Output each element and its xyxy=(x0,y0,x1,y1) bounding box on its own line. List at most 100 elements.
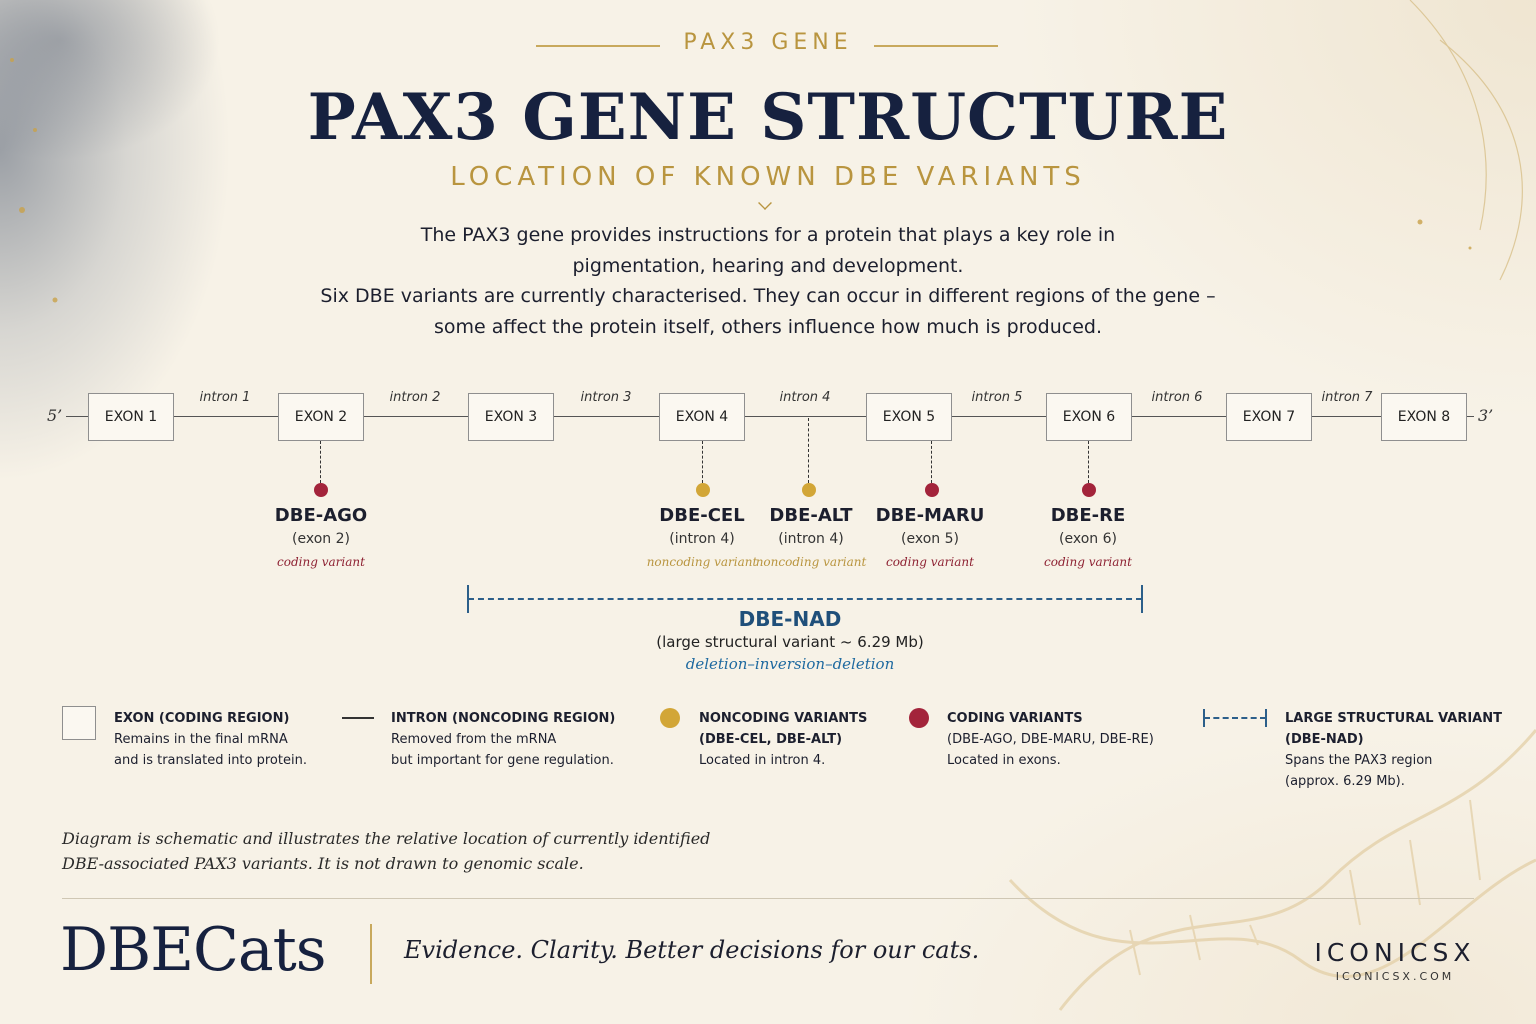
legend-intron-swatch xyxy=(342,717,374,719)
legend-line: and is translated into protein. xyxy=(114,753,307,768)
legend-heading: CODING VARIANTS xyxy=(947,711,1083,726)
intron-2-label: intron 2 xyxy=(389,390,441,405)
variant-location: (exon 6) xyxy=(1059,531,1117,547)
intron-1-label: intron 1 xyxy=(199,390,251,405)
intro-line: pigmentation, hearing and development. xyxy=(572,254,964,277)
legend-line: Remains in the final mRNA xyxy=(114,732,288,747)
five-prime-label: 5’ xyxy=(47,406,63,425)
exon-3: EXON 3 xyxy=(468,393,554,441)
structural-variant-type: deletion–inversion–deletion xyxy=(685,655,895,673)
legend-noncoding: NONCODING VARIANTS (DBE-CEL, DBE-ALT) Lo… xyxy=(699,708,867,771)
exon-8: EXON 8 xyxy=(1381,393,1467,441)
legend-structural-cap-right xyxy=(1265,709,1267,727)
legend-line: Located in exons. xyxy=(947,753,1061,768)
intron-7-label: intron 7 xyxy=(1321,390,1373,405)
variant-type: noncoding variant xyxy=(755,555,867,569)
noncoding-variant-marker xyxy=(802,483,816,497)
noncoding-variant-marker xyxy=(696,483,710,497)
exon-5: EXON 5 xyxy=(866,393,952,441)
structural-variant-span xyxy=(468,598,1142,600)
legend-coding-swatch xyxy=(909,708,929,728)
dna-helix-decoration xyxy=(1008,729,1536,1011)
legend-structural-swatch xyxy=(1204,717,1266,719)
exon-4: EXON 4 xyxy=(659,393,745,441)
legend-heading: EXON (CODING REGION) xyxy=(114,711,290,726)
iconicsx-logo: ICONICSX xyxy=(1314,938,1476,967)
brand-separator xyxy=(370,924,372,984)
kicker-rule-right xyxy=(874,45,998,47)
variant-name: DBE-MARU xyxy=(875,505,985,526)
variant-stem xyxy=(808,418,809,483)
variant-name: DBE-RE xyxy=(1050,505,1126,526)
variant-location: (exon 5) xyxy=(901,531,959,547)
coding-variant-marker xyxy=(314,483,328,497)
intro-line: The PAX3 gene provides instructions for … xyxy=(420,224,1116,246)
legend-intron: INTRON (NONCODING REGION) Removed from t… xyxy=(391,708,615,771)
intron-4-label: intron 4 xyxy=(779,390,831,405)
structural-variant-cap-left xyxy=(467,585,469,613)
exon-1: EXON 1 xyxy=(88,393,174,441)
three-prime-label: 3’ xyxy=(1478,406,1494,425)
legend-heading: LARGE STRUCTURAL VARIANT xyxy=(1285,711,1502,726)
legend-noncoding-swatch xyxy=(660,708,680,728)
structural-variant-cap-right xyxy=(1141,585,1143,613)
brand-tagline: Evidence. Clarity. Better decisions for … xyxy=(404,936,980,964)
schematic-note: Diagram is schematic and illustrates the… xyxy=(62,826,762,876)
legend-line: (approx. 6.29 Mb). xyxy=(1285,774,1405,789)
intro-line: Six DBE variants are currently character… xyxy=(320,285,1216,307)
exon-2: EXON 2 xyxy=(278,393,364,441)
variant-location: (intron 4) xyxy=(778,531,844,547)
intro-paragraph: The PAX3 gene provides instructions for … xyxy=(300,220,1236,342)
variant-type: noncoding variant xyxy=(646,555,758,569)
legend-line: Located in intron 4. xyxy=(699,753,826,768)
structural-variant-name: DBE-NAD xyxy=(738,607,842,631)
legend-line: (DBE-NAD) xyxy=(1285,732,1364,747)
variant-type: coding variant xyxy=(277,555,365,569)
variant-name: DBE-ALT xyxy=(769,505,853,526)
gene-strand xyxy=(66,416,1474,417)
page-title: PAX3 GENE STRUCTURE xyxy=(307,80,1229,155)
legend-line: but important for gene regulation. xyxy=(391,753,614,768)
legend-line: (DBE-CEL, DBE-ALT) xyxy=(699,732,843,747)
note-line: Diagram is schematic and illustrates the… xyxy=(62,829,711,848)
legend-line: (DBE-AGO, DBE-MARU, DBE-RE) xyxy=(947,732,1154,747)
legend-line: Spans the PAX3 region xyxy=(1285,753,1433,768)
legend-exon: EXON (CODING REGION) Remains in the fina… xyxy=(114,708,307,771)
variant-stem xyxy=(320,441,321,483)
exon-7: EXON 7 xyxy=(1226,393,1312,441)
gold-arc-decoration xyxy=(1409,0,1523,281)
iconicsx-url: ICONICSX.COM xyxy=(1335,970,1455,983)
variant-stem xyxy=(702,441,703,483)
page-subtitle: LOCATION OF KNOWN DBE VARIANTS xyxy=(450,162,1086,192)
variant-stem xyxy=(1088,441,1089,483)
legend-heading: INTRON (NONCODING REGION) xyxy=(391,711,616,726)
kicker-label: PAX3 GENE xyxy=(683,30,853,55)
structural-variant-description: (large structural variant ~ 6.29 Mb) xyxy=(656,633,924,651)
variant-name: DBE-CEL xyxy=(659,505,745,526)
coding-variant-marker xyxy=(1082,483,1096,497)
legend-structural: LARGE STRUCTURAL VARIANT (DBE-NAD) Spans… xyxy=(1285,708,1502,792)
gold-speckle-decoration xyxy=(10,58,1472,303)
variant-type: coding variant xyxy=(1044,555,1132,569)
coding-variant-marker xyxy=(925,483,939,497)
legend-exon-swatch xyxy=(62,706,96,740)
intron-6-label: intron 6 xyxy=(1151,390,1203,405)
note-line: DBE-associated PAX3 variants. It is not … xyxy=(62,854,584,873)
intron-5-label: intron 5 xyxy=(971,390,1023,405)
variant-stem xyxy=(931,441,932,483)
variant-location: (exon 2) xyxy=(292,531,350,547)
intro-line: some affect the protein itself, others i… xyxy=(433,315,1103,338)
legend-structural-cap-left xyxy=(1203,709,1205,727)
variant-name: DBE-AGO xyxy=(274,505,368,526)
exon-6: EXON 6 xyxy=(1046,393,1132,441)
legend-heading: NONCODING VARIANTS xyxy=(699,711,868,726)
variant-type: coding variant xyxy=(886,555,974,569)
intron-3-label: intron 3 xyxy=(580,390,632,405)
legend-coding: CODING VARIANTS (DBE-AGO, DBE-MARU, DBE-… xyxy=(947,708,1154,771)
legend-line: Removed from the mRNA xyxy=(391,732,557,747)
kicker-rule-left xyxy=(536,45,660,47)
variant-location: (intron 4) xyxy=(669,531,735,547)
brand-logo: DBECats xyxy=(60,915,327,985)
